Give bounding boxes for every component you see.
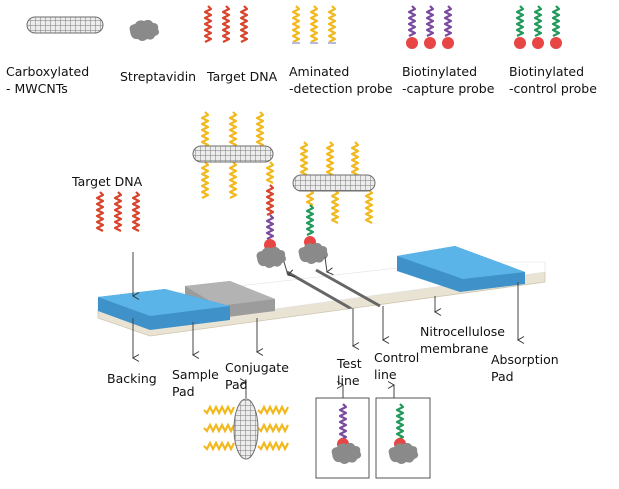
legend-label-biotinylated-control-probe: Biotinylated-control probe	[509, 64, 597, 96]
legend	[26, 5, 562, 49]
control-probe	[305, 204, 315, 236]
biotin-icon	[550, 37, 562, 49]
streptavidin-inset	[388, 442, 419, 464]
target-dna-legend-icon	[203, 5, 213, 43]
capture-probe-legend-icon	[425, 5, 435, 37]
control-probe-legend-icon	[515, 5, 525, 37]
arrow-control-complex	[324, 256, 334, 276]
legend-label-streptavidin: Streptavidin	[120, 69, 197, 84]
capture-probe-legend-icon	[407, 5, 417, 37]
mwcnt-complex-control	[292, 174, 376, 192]
insets	[203, 397, 431, 479]
detection-probe	[203, 440, 235, 452]
sample-pad	[98, 289, 230, 316]
absorption-pad	[397, 246, 525, 279]
detection-probe	[265, 161, 275, 184]
conjugate-pad-top	[185, 281, 275, 306]
control-probe-inset	[395, 403, 405, 441]
label-backing: Backing	[107, 371, 157, 386]
capture-probe	[265, 214, 275, 240]
detection-probe	[203, 422, 235, 434]
detection-probe	[364, 189, 374, 224]
capture-probe-inset	[338, 403, 348, 441]
test-line	[286, 270, 351, 310]
detection-probe	[305, 189, 315, 206]
detection-probe-legend-icon	[291, 5, 301, 43]
nanotube-complexes	[95, 111, 376, 268]
detection-probe	[325, 141, 335, 176]
streptavidin-control	[298, 242, 328, 264]
control-probe-legend-icon	[533, 5, 543, 37]
legend-label-aminated-detection-probe: Aminated-detection probe	[289, 64, 393, 96]
biotin-icon	[406, 37, 418, 49]
label-target-dna: Target DNA	[72, 174, 143, 189]
target-dna-sample	[95, 191, 105, 232]
detection-probe	[257, 440, 289, 452]
detection-probe	[350, 141, 360, 176]
legend-label-biotinylated-capture-probe: Biotinylated-capture probe	[402, 64, 495, 96]
detection-probe	[330, 189, 340, 224]
detection-probe	[228, 161, 238, 199]
streptavidin-legend-icon	[129, 19, 159, 41]
target-dna-legend-icon	[239, 5, 249, 43]
mwcnt-inset	[233, 398, 259, 460]
streptavidin-inset	[331, 442, 362, 464]
control-line	[315, 268, 381, 308]
leader-arrows	[132, 252, 525, 398]
detection-probe-legend-icon	[327, 5, 337, 43]
detection-probe	[200, 111, 210, 149]
biotin-icon	[514, 37, 526, 49]
detection-probe	[200, 161, 210, 199]
target-dna-sample	[113, 191, 123, 232]
arrow-test-complex	[283, 261, 295, 278]
capture-probe-legend-icon	[443, 5, 453, 37]
biotin-icon	[532, 37, 544, 49]
detection-probe	[203, 404, 235, 416]
detection-probe	[257, 404, 289, 416]
legend-label-target-dna: Target DNA	[207, 69, 278, 84]
target-dna-legend-icon	[221, 5, 231, 43]
streptavidin-test	[256, 246, 286, 268]
hybridized-target-dna	[265, 184, 275, 216]
biotin-icon	[424, 37, 436, 49]
detection-probe	[228, 111, 238, 149]
mwcnt-legend-icon	[26, 16, 104, 34]
detection-probe	[299, 141, 309, 176]
biotin-icon	[442, 37, 454, 49]
detection-probe	[255, 111, 265, 149]
control-probe-legend-icon	[551, 5, 561, 37]
target-dna-sample	[131, 191, 141, 232]
detection-probe	[257, 422, 289, 434]
mwcnt-complex-test	[192, 145, 274, 163]
test-strip	[97, 246, 546, 337]
detection-probe-legend-icon	[309, 5, 319, 43]
legend-label-carboxylated-mwcnts: Carboxylated- MWCNTs	[6, 64, 90, 96]
